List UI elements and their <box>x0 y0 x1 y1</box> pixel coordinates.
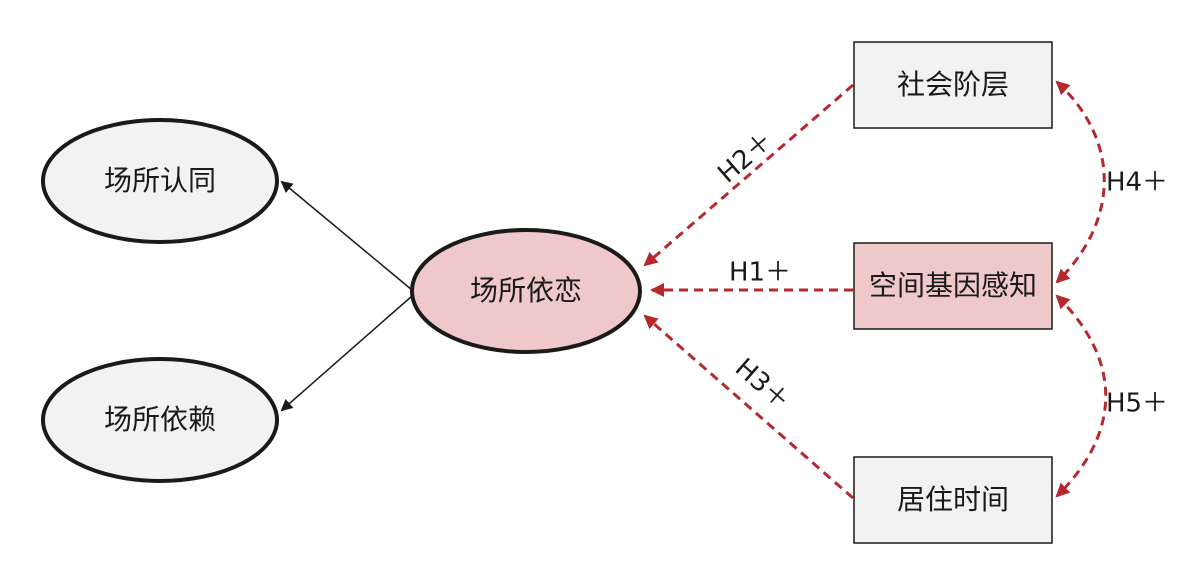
node-spatial-gene-perception-label: 空间基因感知 <box>869 269 1037 302</box>
arrow-attachment-to-identity <box>280 180 413 291</box>
node-place-attachment: 场所依恋 <box>410 228 642 354</box>
label-h1: H1＋ <box>729 258 791 288</box>
node-place-dependence: 场所依赖 <box>41 357 279 483</box>
node-place-attachment-label: 场所依恋 <box>470 274 582 307</box>
label-h4: H4＋ <box>1106 168 1168 198</box>
arrow-h3 <box>643 314 854 500</box>
node-place-dependence-label: 场所依赖 <box>104 403 216 436</box>
node-spatial-gene-perception: 空间基因感知 <box>853 242 1053 330</box>
node-social-class: 社会阶层 <box>853 41 1053 129</box>
node-residence-time-label: 居住时间 <box>897 483 1009 516</box>
arrow-h2 <box>643 83 854 267</box>
arrow-attachment-to-dependence <box>280 295 413 412</box>
node-social-class-label: 社会阶层 <box>897 68 1009 101</box>
arrow-h5 <box>1055 294 1108 498</box>
arrow-h4 <box>1055 80 1106 284</box>
label-h3: H3＋ <box>729 353 796 416</box>
label-h5: H5＋ <box>1106 389 1168 419</box>
node-residence-time: 居住时间 <box>853 456 1053 544</box>
node-place-identity: 场所认同 <box>41 118 279 244</box>
node-place-identity-label: 场所认同 <box>104 164 216 197</box>
